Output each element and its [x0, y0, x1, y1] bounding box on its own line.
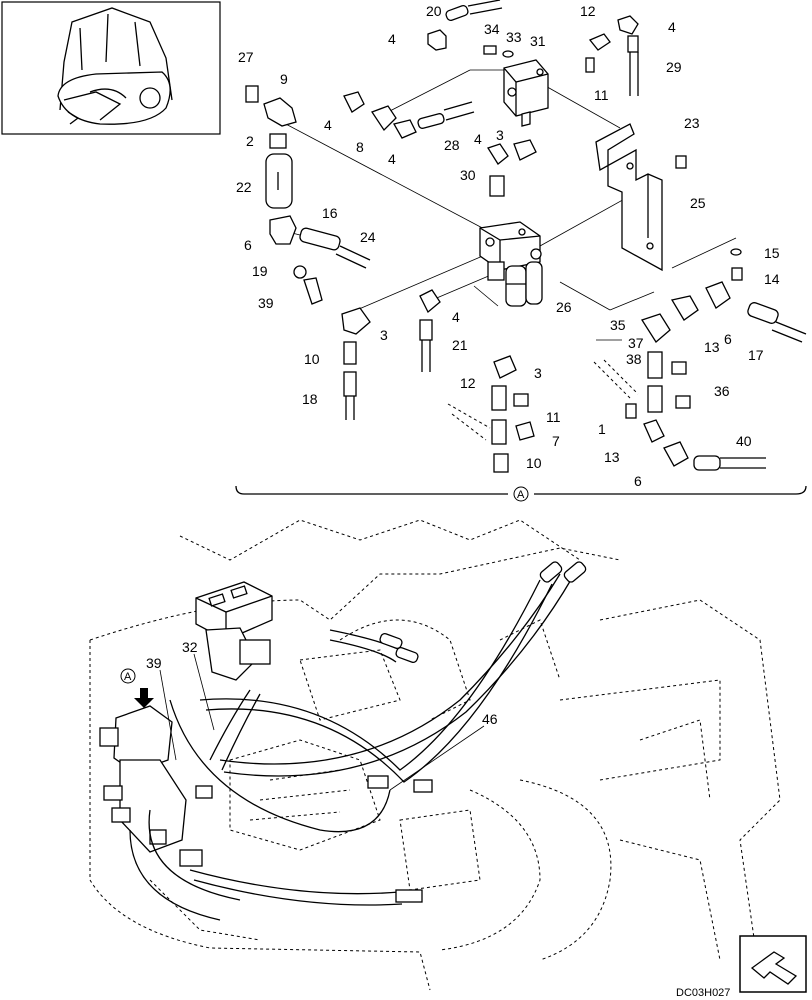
callout: 10	[526, 455, 542, 471]
callout: 32	[182, 639, 198, 655]
assembly-bracket	[235, 485, 807, 495]
callout: 11	[594, 87, 609, 103]
callout: 24	[360, 229, 376, 245]
callout: 7	[552, 433, 560, 449]
callout: 33	[506, 29, 522, 45]
callout: 13	[604, 449, 620, 465]
view-a-marker	[513, 486, 529, 502]
callout: 37	[628, 335, 644, 351]
solenoid-block	[503, 59, 549, 127]
callout: 4	[388, 31, 396, 47]
callout: 11	[546, 409, 561, 425]
callout: 10	[304, 351, 320, 367]
mounting-bracket	[595, 123, 663, 272]
callout: 4	[668, 19, 676, 35]
callout: 46	[482, 711, 498, 727]
callout: 23	[684, 115, 700, 131]
callout: 6	[724, 331, 732, 347]
callout: 39	[258, 295, 274, 311]
arrow-down-icon	[134, 688, 154, 708]
drawing-code: DC03H027	[676, 987, 730, 999]
callout: 27	[238, 49, 254, 65]
callout: 22	[236, 179, 252, 195]
view-a-label: A	[517, 489, 525, 501]
callout: 31	[530, 33, 546, 49]
callout-labels: 20 34 33 31 12 4 29 27 9 4 4 8 4 28 3 4 …	[236, 3, 780, 489]
callout: 36	[714, 383, 730, 399]
callout: 4	[324, 117, 332, 133]
direction-icon-box	[739, 935, 807, 993]
callout: 17	[748, 347, 764, 363]
callout: 29	[666, 59, 682, 75]
callout: 40	[736, 433, 752, 449]
installation-view: A 39 32 46	[89, 519, 781, 991]
view-a-marker-lower	[120, 668, 136, 684]
callout: 16	[322, 205, 338, 221]
callout: 4	[388, 151, 396, 167]
callout: 20	[426, 3, 442, 19]
callout: 6	[634, 473, 642, 489]
callout: 13	[704, 339, 720, 355]
callout: 35	[610, 317, 626, 333]
callout: 30	[460, 167, 476, 183]
callout: 4	[452, 309, 460, 325]
callout: 3	[496, 127, 504, 143]
front-direction-icon	[750, 951, 798, 985]
callout: 34	[484, 21, 500, 37]
upper-fittings	[245, 0, 807, 473]
callout: 14	[764, 271, 780, 287]
callout: 25	[690, 195, 706, 211]
pilot-valve-assembly	[479, 221, 543, 307]
callout: 15	[764, 245, 780, 261]
callout: 3	[534, 365, 542, 381]
callout: 4	[474, 131, 482, 147]
leader-lines	[279, 69, 737, 341]
view-a-label-lower: A	[124, 671, 132, 683]
callout: 26	[556, 299, 572, 315]
callout: 12	[580, 3, 596, 19]
callout: 3	[380, 327, 388, 343]
callout: 21	[452, 337, 468, 353]
callout: 9	[280, 71, 288, 87]
callout: 18	[302, 391, 318, 407]
callout: 38	[626, 351, 642, 367]
callout: 6	[244, 237, 252, 253]
callout: 2	[246, 133, 254, 149]
callout: 12	[460, 375, 476, 391]
machine-inset	[1, 1, 221, 135]
callout: 1	[598, 421, 606, 437]
callout: 39	[146, 655, 162, 671]
callout: 28	[444, 137, 460, 153]
callout: 8	[356, 139, 364, 155]
callout: 19	[252, 263, 268, 279]
